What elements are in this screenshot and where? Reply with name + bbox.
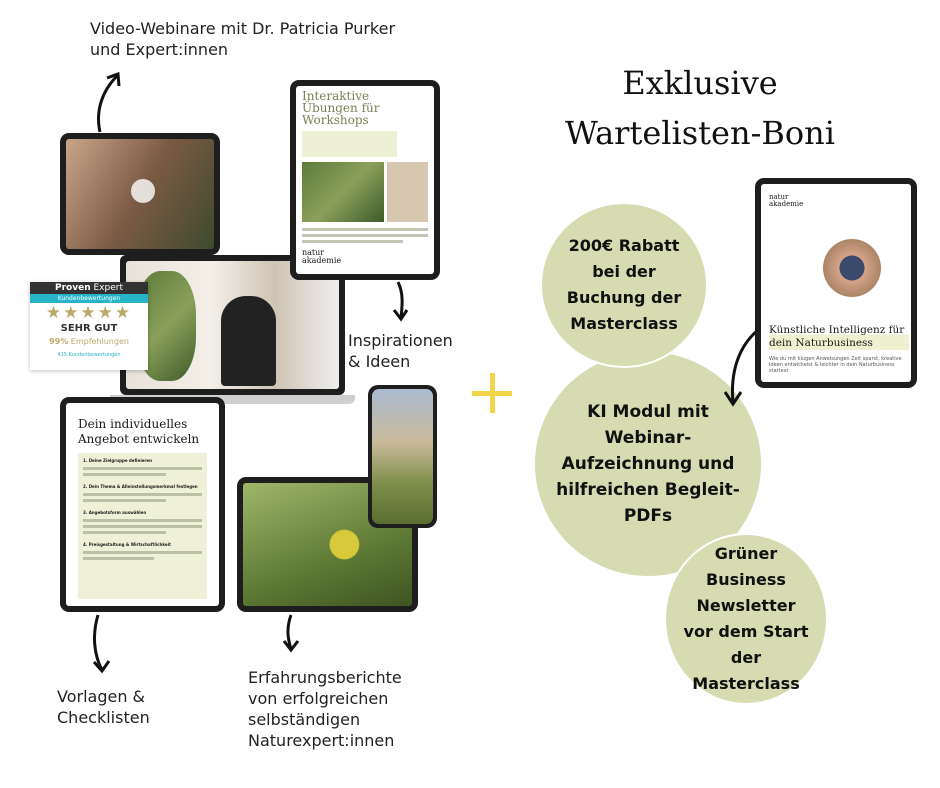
label-inspirationen: Inspirationen & Ideen [348, 331, 453, 371]
laptop-base [110, 395, 355, 404]
bonus-circle-newsletter: Grüner Business Newsletter vor dem Start… [664, 533, 828, 705]
label-video-webinare: Video-Webinare mit Dr. Patricia Purker u… [90, 19, 396, 59]
title-line2: Wartelisten-Boni [564, 114, 835, 152]
arrow-down-icon [282, 614, 300, 653]
bonus-text: Grüner Business Newsletter vor dem Start… [683, 544, 809, 693]
video-tablet [60, 133, 220, 255]
label-vorlagen: Vorlagen & Checklisten [57, 687, 150, 727]
doc-section: 2. Dein Thema & Alleinstellungsmerkmal f… [83, 484, 198, 489]
badge-count: 415 Kundenbewertungen [57, 352, 121, 358]
plus-icon-vertical [490, 373, 495, 413]
logo-natur: natur [302, 248, 325, 257]
arrow-up-icon [97, 71, 121, 133]
bonus-circle-rabatt: 200€ Rabatt bei der Buchung der Mastercl… [540, 202, 708, 368]
logo-akademie: akademie [302, 256, 342, 265]
logo-akademie: akademie [769, 200, 804, 208]
arrow-down-icon [723, 328, 759, 407]
badge-rating: SEHR GUT [60, 323, 118, 334]
star-rating-icon: ★★★★★ [45, 303, 133, 323]
arrow-down-icon [92, 614, 111, 674]
workshop-title: Interaktive Übungen für Workshops [302, 89, 380, 127]
logo-natur: natur [769, 193, 789, 201]
provenexpert-badge[interactable]: Proven Expert Kundenbewertungen ★★★★★ SE… [30, 282, 148, 370]
doc-tablet: Dein individuelles Angebot entwickeln 1.… [60, 397, 225, 612]
doc-section: 4. Preisgestaltung & Wirtschaftlichkeit [83, 542, 171, 547]
badge-percent: 99% [49, 337, 69, 346]
badge-brand: Proven [55, 283, 91, 293]
arrow-down-icon [392, 281, 409, 322]
ki-photo [823, 239, 881, 297]
title-line1: Exklusive [622, 64, 778, 102]
ki-subtitle: Wie du mit klugen Anweisungen Zeit spars… [769, 356, 902, 374]
bonus-text: 200€ Rabatt bei der Buchung der Mastercl… [566, 236, 682, 333]
badge-brand-b: Expert [93, 283, 123, 293]
doc-section: 3. Angebotsform auswählen [83, 510, 147, 515]
label-erfahrungsberichte: Erfahrungsberichte von erfolgreichen sel… [248, 668, 402, 750]
play-icon[interactable] [131, 179, 155, 203]
doc-title: Dein individuelles Angebot entwickeln [78, 417, 200, 446]
doc-section: 1. Deine Zielgruppe definieren [83, 458, 152, 463]
ki-title: Künstliche Intelligenz für dein Naturbus… [769, 324, 909, 350]
bonus-text: KI Modul mit Webinar-Aufzeichnung und hi… [556, 402, 740, 526]
badge-subtitle: Kundenbewertungen [30, 294, 148, 303]
badge-recommend: Empfehlungen [70, 337, 129, 346]
phone [368, 385, 437, 528]
